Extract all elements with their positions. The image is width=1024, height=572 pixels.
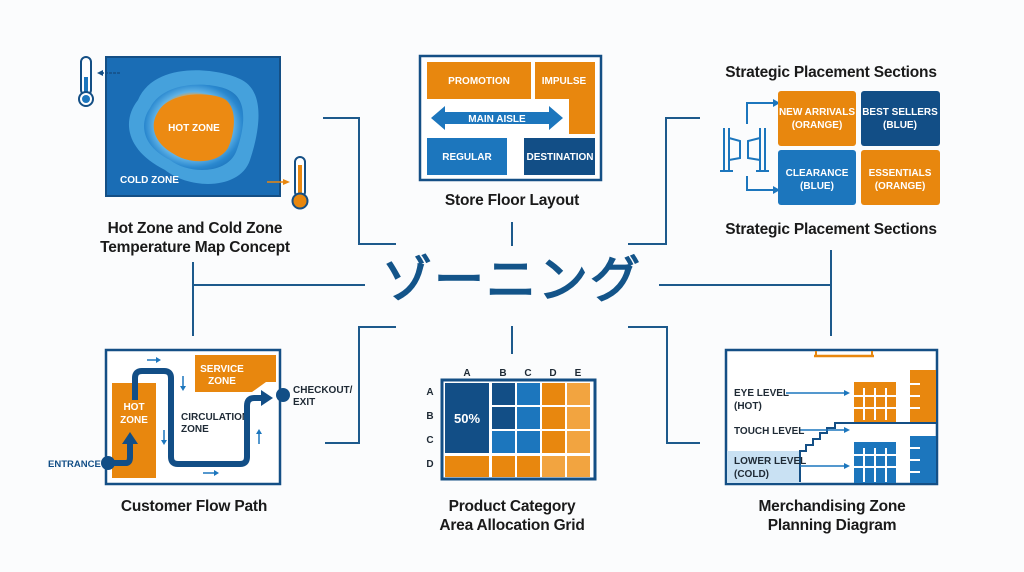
central-title: ゾーニング	[382, 251, 642, 309]
zone-destination	[524, 138, 595, 175]
flow-path	[105, 442, 133, 466]
strategic-placement-diagram: NEW ARRIVALS (ORANGE) BEST SELLERS (BLUE…	[720, 91, 940, 205]
svg-text:EYE LEVEL: EYE LEVEL	[734, 388, 789, 399]
grid-cell	[542, 456, 565, 477]
section-best-sellers	[861, 91, 940, 146]
svg-text:(ORANGE): (ORANGE)	[792, 120, 843, 131]
customer-flow-caption: Customer Flow Path	[120, 498, 268, 515]
section-new-arrivals	[778, 91, 856, 146]
connector-top-right	[628, 117, 700, 245]
grid-row-header: C	[426, 435, 433, 446]
grid-cell	[517, 456, 540, 477]
thermometer-hot-icon	[267, 156, 309, 210]
svg-text:CLEARANCE: CLEARANCE	[786, 168, 849, 179]
grid-cell	[567, 407, 590, 429]
service-zone-block	[195, 355, 276, 392]
svg-text:(BLUE): (BLUE)	[883, 120, 917, 131]
grid-cell	[567, 383, 590, 405]
svg-text:PROMOTION: PROMOTION	[448, 76, 510, 87]
grid-cell	[542, 431, 565, 453]
svg-text:BEST SELLERS: BEST SELLERS	[862, 107, 938, 118]
svg-text:TOUCH LEVEL: TOUCH LEVEL	[734, 426, 804, 437]
temperature-map-diagram: HOT ZONE COLD ZONE	[78, 56, 309, 210]
grid-cell	[567, 431, 590, 453]
strategic-placement-heading: Strategic Placement Sections	[725, 64, 937, 81]
grid-cell	[492, 407, 515, 429]
svg-text:IMPULSE: IMPULSE	[542, 76, 587, 87]
svg-text:LOWER LEVEL: LOWER LEVEL	[734, 456, 806, 467]
grid-cell	[445, 456, 489, 477]
svg-text:REGULAR: REGULAR	[442, 152, 492, 163]
svg-text:(COLD): (COLD)	[734, 469, 769, 480]
grid-row-header: A	[426, 387, 433, 398]
merchandising-caption: Merchandising Zone Planning Diagram	[758, 498, 906, 534]
customer-flow-diagram: HOT ZONE SERVICE ZONE CIRCULATION ZONE E…	[48, 348, 353, 486]
grid-cell	[567, 456, 590, 477]
store-floor-caption: Store Floor Layout	[444, 192, 580, 209]
entrance-label: ENTRANCE	[48, 459, 101, 470]
thermometer-cold-icon	[78, 56, 120, 107]
grid-cell	[492, 383, 515, 405]
strategic-placement-caption: Strategic Placement Sections	[725, 221, 937, 238]
svg-text:NEW ARRIVALS: NEW ARRIVALS	[779, 107, 855, 118]
lower-level-band	[727, 451, 800, 483]
svg-text:CIRCULATION: CIRCULATION	[181, 412, 249, 423]
grid-column-header: C	[524, 368, 531, 379]
grid-row-header: D	[426, 459, 433, 470]
grid-cell	[517, 407, 540, 429]
hot-zone-label: HOT ZONE	[168, 123, 220, 134]
zone-regular	[427, 138, 507, 175]
grid-column-header: D	[549, 368, 556, 379]
allocation-grid-caption: Product Category Area Allocation Grid	[439, 498, 585, 534]
svg-text:EXIT: EXIT	[293, 397, 315, 408]
svg-text:(BLUE): (BLUE)	[800, 181, 834, 192]
svg-text:ZONE: ZONE	[208, 376, 236, 387]
grid-row-header: B	[426, 411, 433, 422]
checkout-marker	[276, 388, 290, 402]
svg-text:SERVICE: SERVICE	[200, 364, 244, 375]
entrance-gate-icon	[720, 102, 774, 191]
cold-zone-label: COLD ZONE	[120, 175, 179, 186]
temperature-map-caption: Hot Zone and Cold Zone Temperature Map C…	[100, 220, 290, 256]
grid-column-header: A	[463, 368, 470, 379]
grid-cell	[517, 431, 540, 453]
grid-cell	[492, 431, 515, 453]
grid-cell	[445, 383, 489, 453]
allocation-grid-diagram: A B C D E A B C D 50%	[426, 368, 597, 481]
entrance-marker	[101, 456, 115, 470]
section-essentials	[861, 150, 940, 205]
store-floor-layout-diagram: PROMOTION IMPULSE MAIN AISLE REGULAR DES…	[418, 54, 603, 182]
grid-cell	[542, 383, 565, 405]
lower-level-shelf	[854, 436, 936, 483]
merchandising-diagram: EYE LEVEL (HOT) TOUCH LEVEL LOWER LEVEL …	[724, 348, 939, 486]
svg-text:(ORANGE): (ORANGE)	[875, 181, 926, 192]
zone-impulse	[535, 62, 595, 134]
svg-text:DESTINATION: DESTINATION	[526, 152, 593, 163]
grid-cell	[542, 407, 565, 429]
zone-promotion	[427, 62, 531, 99]
svg-text:(HOT): (HOT)	[734, 401, 762, 412]
connector-bottom-right	[628, 326, 700, 444]
grid-cell	[492, 456, 515, 477]
svg-text:MAIN AISLE: MAIN AISLE	[468, 114, 526, 125]
grid-column-header: B	[499, 368, 506, 379]
section-clearance	[778, 150, 856, 205]
svg-text:ZONE: ZONE	[181, 424, 209, 435]
grid-cell	[517, 383, 540, 405]
grid-highlight-value: 50%	[454, 411, 480, 426]
svg-text:CHECKOUT/: CHECKOUT/	[293, 385, 353, 396]
connector-bottom-left	[325, 326, 396, 444]
main-aisle-arrow	[431, 106, 563, 130]
svg-text:ZONE: ZONE	[120, 415, 148, 426]
connector-top-left	[323, 117, 396, 245]
svg-text:HOT: HOT	[123, 402, 144, 413]
grid-column-header: E	[575, 368, 582, 379]
svg-text:ESSENTIALS: ESSENTIALS	[869, 168, 932, 179]
